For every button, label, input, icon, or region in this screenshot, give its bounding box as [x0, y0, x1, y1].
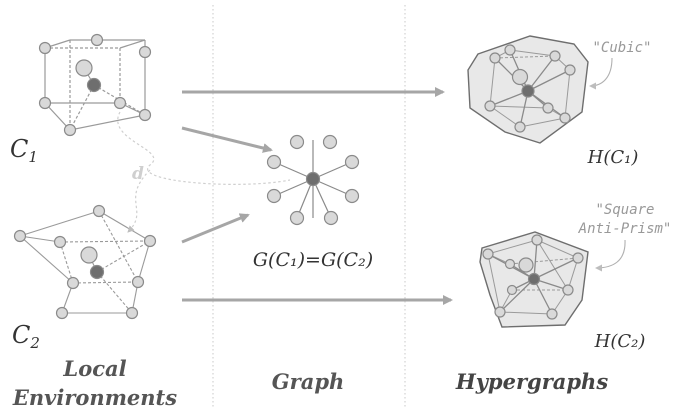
c2-atom: [55, 306, 69, 320]
c2-atom: [125, 306, 139, 320]
h2-node: [482, 248, 494, 260]
h1-node: [514, 121, 526, 133]
c2-atom: [143, 234, 157, 248]
c2-center-atom: [89, 264, 105, 280]
c2-atom: [13, 229, 27, 243]
c2-atom: [131, 275, 145, 289]
c2-atom: [66, 276, 80, 290]
h2-node: [504, 258, 516, 270]
graph-node: [266, 188, 282, 204]
graph-node: [344, 188, 360, 204]
c1-atom: [90, 33, 104, 47]
hypergraph-h1: [467, 35, 589, 144]
c2-atom: [53, 235, 67, 249]
h2-node: [572, 252, 584, 264]
h1-node: [549, 50, 561, 62]
square-antiprism-pointer: [595, 239, 626, 272]
section-graph: Graph: [272, 369, 345, 394]
distance-curve: [117, 111, 291, 232]
graph-node: [289, 134, 305, 150]
h2-node: [531, 234, 543, 246]
h1-node: [484, 100, 496, 112]
arrow-c2-to-graph: [181, 213, 250, 244]
c1-atom: [138, 45, 152, 59]
graph-nodes: [266, 134, 360, 226]
graph-node: [266, 154, 282, 170]
section-local-line1: Local: [62, 356, 126, 381]
h1-node: [504, 44, 516, 56]
arrow-c1-to-graph: [181, 126, 273, 153]
c1-atom-large: [75, 59, 93, 77]
graph-node: [344, 154, 360, 170]
label-graph-equality: G(C₁)=G(C₂): [253, 249, 373, 271]
graph-node: [289, 210, 305, 226]
h2-node-large: [518, 257, 534, 273]
c1-atom: [138, 108, 152, 122]
h2-center-node: [527, 272, 541, 286]
c2-atoms: [13, 204, 157, 320]
arrows: [181, 87, 453, 305]
h1-node: [542, 102, 554, 114]
label-h2: H(C₂): [594, 331, 646, 352]
cubic-pointer: [589, 57, 613, 90]
hypergraph-h2: [479, 231, 589, 328]
label-c2: C2: [12, 321, 40, 352]
callout-square-line2: Anti-Prism": [578, 221, 672, 237]
c1-atoms: [38, 33, 152, 137]
graph-node: [323, 210, 339, 226]
c1-atom: [38, 41, 52, 55]
c1-atom: [38, 96, 52, 110]
section-local-line2: Environments: [12, 385, 177, 409]
c2-atom: [92, 204, 106, 218]
callout-cubic: "Cubic": [592, 40, 651, 56]
callout-square-line1: "Square: [595, 202, 654, 218]
c2-atom-large: [80, 246, 98, 264]
h2-node: [506, 284, 518, 296]
distance-label: d: [132, 164, 144, 184]
h1-node: [559, 112, 571, 124]
c1-center-atom: [86, 77, 102, 93]
section-hypergraphs: Hypergraphs: [455, 369, 608, 394]
h2-node: [494, 306, 506, 318]
c1-atom: [63, 123, 77, 137]
h1-node: [564, 64, 576, 76]
label-c1: C1: [10, 135, 38, 166]
h2-node: [562, 284, 574, 296]
h1-node: [489, 52, 501, 64]
h1-center-node: [521, 84, 535, 98]
h1-node-large: [511, 68, 529, 86]
label-h1: H(C₁): [587, 147, 639, 168]
graph-node: [322, 134, 338, 150]
graph-center-node: [305, 171, 321, 187]
h2-node: [546, 308, 558, 320]
c1-atom: [113, 96, 127, 110]
